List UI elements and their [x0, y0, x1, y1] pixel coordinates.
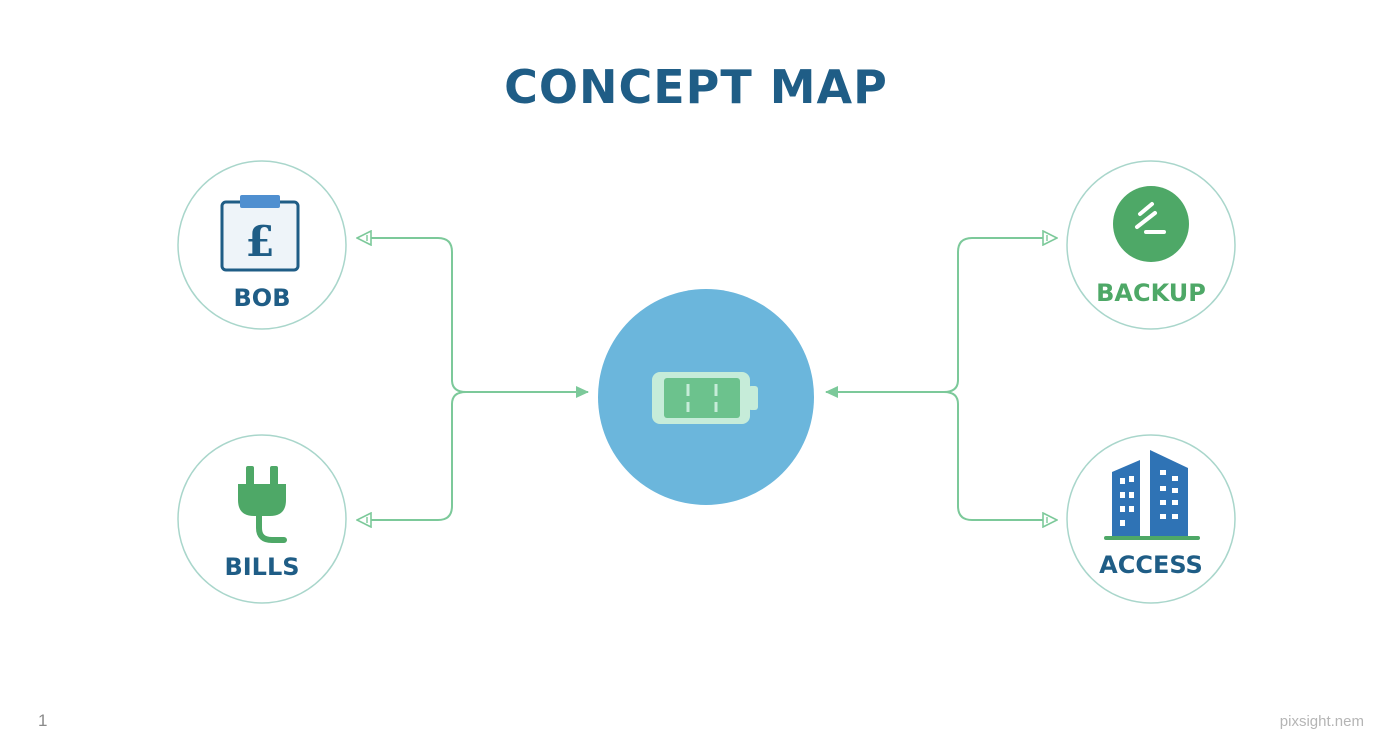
buildings-icon	[1104, 450, 1200, 540]
node-center	[598, 289, 814, 505]
node-backup-label: BACKUP	[1096, 279, 1206, 307]
page-title: CONCEPT MAP	[504, 60, 888, 114]
node-bills-label: BILLS	[224, 553, 299, 581]
battery-icon	[652, 372, 758, 424]
node-bob: £ BOB	[177, 160, 347, 330]
right-connectors	[825, 238, 1056, 520]
svg-text:£: £	[245, 217, 274, 266]
page-number: 1	[38, 711, 48, 730]
node-bob-label: BOB	[234, 284, 291, 312]
node-access-label: ACCESS	[1099, 551, 1203, 579]
connector-to-bills	[358, 404, 453, 520]
left-connectors	[358, 238, 589, 520]
pound-sign-icon: £	[220, 195, 300, 272]
connector-right-to-center	[825, 379, 959, 398]
backup-badge-icon	[1113, 186, 1189, 262]
connector-left-to-center	[451, 379, 589, 398]
node-backup: BACKUP	[1066, 160, 1236, 330]
watermark: pixsight.nem	[1279, 713, 1364, 730]
connector-to-access	[957, 404, 1056, 520]
node-bills: BILLS	[177, 434, 347, 604]
connector-to-bob	[358, 238, 453, 380]
connector-to-backup	[957, 238, 1056, 380]
power-plug-icon	[238, 466, 287, 543]
node-access: ACCESS	[1066, 434, 1236, 604]
